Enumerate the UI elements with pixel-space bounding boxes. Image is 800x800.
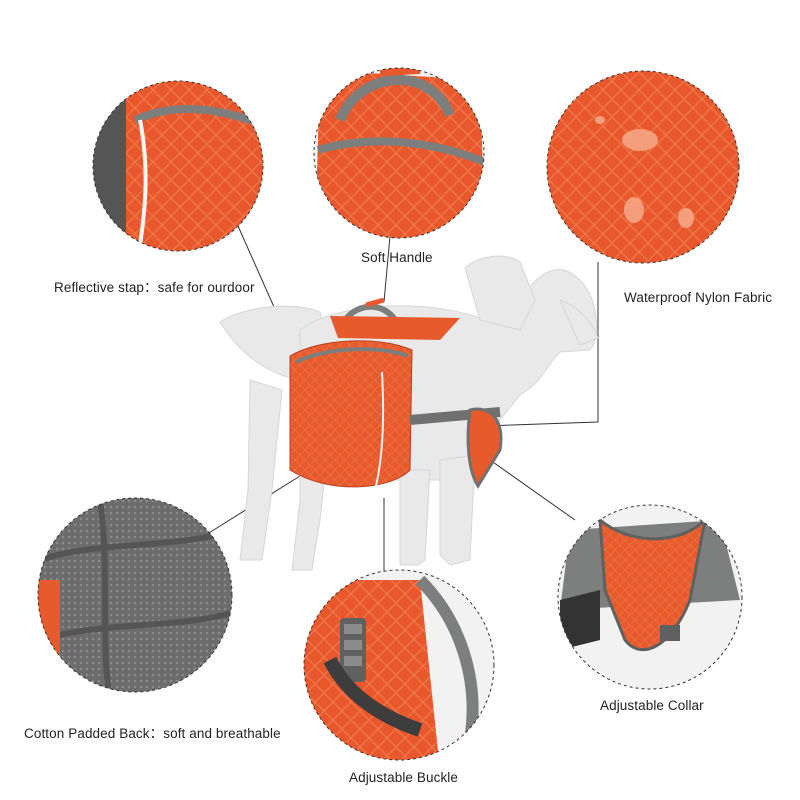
backpack-on-dog: [289, 297, 503, 489]
callout-adjustable-buckle: Adjustable Buckle: [349, 770, 459, 785]
detail-waterproof-fabric: [546, 70, 740, 264]
callout-waterproof-fabric: Waterproof Nylon Fabric: [624, 290, 773, 305]
callout-adjustable-collar: Adjustable Collar: [600, 698, 704, 713]
connector-soft-handle: [383, 235, 391, 303]
detail-padded-back: [37, 497, 233, 693]
connector-adjustable-collar: [489, 459, 576, 521]
detail-reflective-strap: [92, 80, 264, 252]
detail-soft-handle: [313, 67, 485, 239]
callout-soft-handle: Soft Handle: [361, 250, 433, 265]
callout-padded-back: Cotton Padded Back：soft and breathable: [24, 726, 281, 741]
detail-adjustable-buckle: [303, 569, 495, 761]
callout-reflective-strap: Reflective stap：safe for ourdoor: [54, 280, 255, 295]
detail-adjustable-collar: [557, 504, 743, 690]
